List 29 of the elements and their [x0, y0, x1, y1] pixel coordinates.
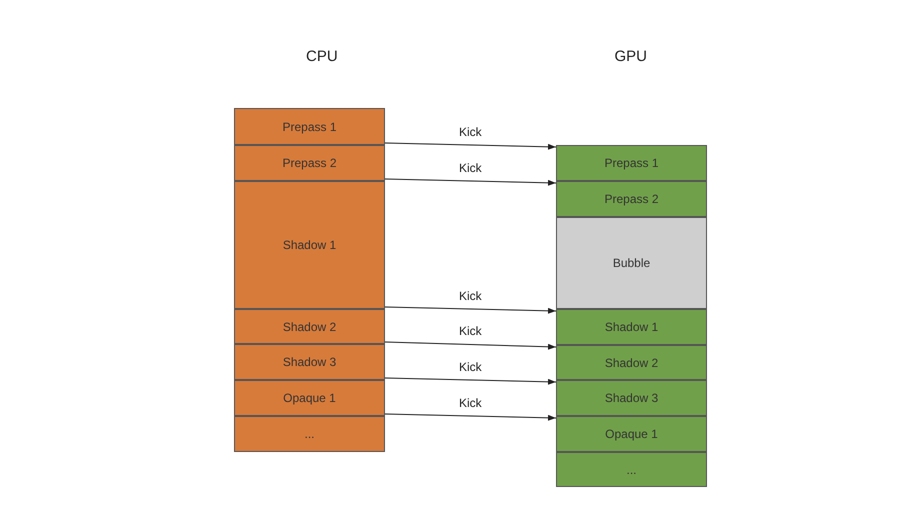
- arrow: [384, 378, 556, 385]
- edge-label: Kick: [457, 289, 484, 303]
- edge-label: Kick: [457, 396, 484, 410]
- arrow: [384, 306, 556, 314]
- arrow: [384, 342, 556, 350]
- edge-label: Kick: [457, 125, 484, 139]
- idle-bubble-block: Bubble: [556, 217, 707, 309]
- gpu-pass-block: Shadow 2: [556, 345, 707, 380]
- cpu-pass-block: Prepass 2: [234, 145, 385, 181]
- gpu-pass-block: Shadow 1: [556, 309, 707, 345]
- cpu-pass-block: Shadow 1: [234, 181, 385, 309]
- cpu-pass-block: Prepass 1: [234, 108, 385, 145]
- arrow: [384, 142, 556, 150]
- gpu-pass-block: Opaque 1: [556, 416, 707, 452]
- edge-label: Kick: [457, 324, 484, 338]
- column-heading: CPU: [306, 48, 338, 65]
- arrow: [384, 178, 556, 186]
- edge-label: Kick: [457, 161, 484, 175]
- gpu-pass-block: Shadow 3: [556, 380, 707, 416]
- arrow: [384, 414, 556, 421]
- gpu-pass-block: Prepass 1: [556, 145, 707, 181]
- cpu-pass-block: ...: [234, 416, 385, 452]
- edge-label: Kick: [457, 360, 484, 374]
- column-heading: GPU: [614, 48, 648, 65]
- cpu-pass-block: Shadow 2: [234, 309, 385, 344]
- gpu-pass-block: ...: [556, 452, 707, 487]
- cpu-pass-block: Opaque 1: [234, 380, 385, 416]
- gpu-pass-block: Prepass 2: [556, 181, 707, 217]
- cpu-pass-block: Shadow 3: [234, 344, 385, 380]
